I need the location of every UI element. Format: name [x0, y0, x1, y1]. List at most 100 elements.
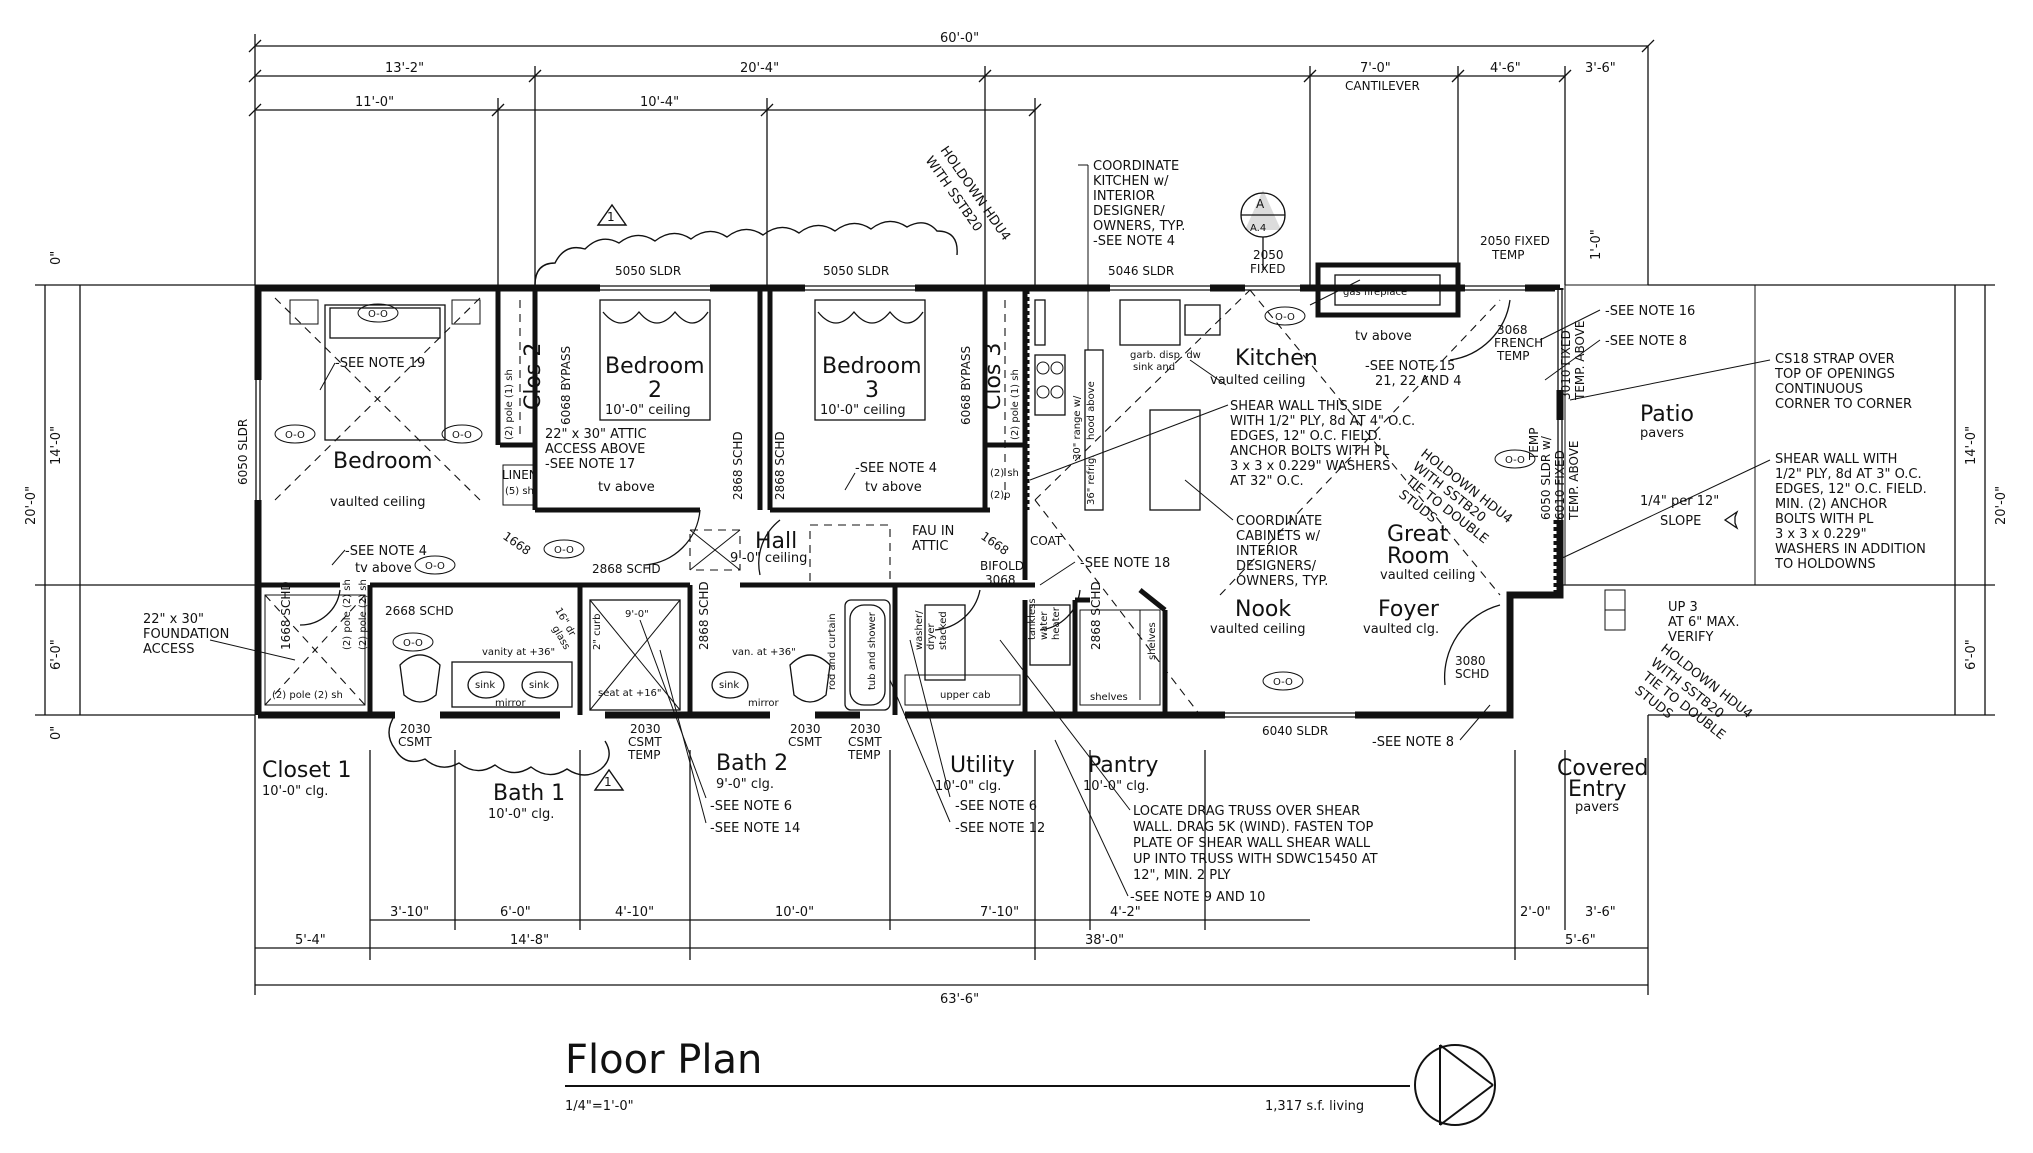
washer-label: washer/ [914, 610, 925, 650]
window-2050-b-temp: TEMP [1491, 248, 1525, 262]
room-foyer-name: Foyer [1378, 597, 1440, 622]
room-clos2: Clos 2 [521, 343, 546, 410]
room-nook-name: Nook [1235, 597, 1291, 622]
door-2868-pantry: 2868 SCHD [1089, 581, 1103, 650]
section-mark-a: A [1256, 197, 1265, 211]
note-17-c: -SEE NOTE 17 [545, 457, 635, 472]
refrig-label: 36" refrig. [1086, 455, 1097, 505]
fau-label: FAU IN [912, 524, 954, 539]
dim-2-0: 2'-0" [1520, 905, 1551, 920]
drawing-title: Floor Plan [565, 1037, 762, 1083]
drawing-scale: 1/4"=1'-0" [565, 1099, 634, 1114]
tv-above-kitchen: tv above [1355, 329, 1412, 344]
dim-10-4: 10'-4" [640, 95, 679, 110]
window-6050-right: 6050 SLDR w/ [1539, 435, 1553, 520]
dim-20-4: 20'-4" [740, 61, 779, 76]
door-6068-bypass-2: 6068 BYPASS [959, 346, 973, 425]
pantry-shelves: shelves [1090, 692, 1128, 703]
door-2868-bath2: 2868 SCHD [697, 581, 711, 650]
door-3068-french-2: FRENCH [1494, 336, 1543, 350]
fau-label-2: ATTIC [912, 539, 948, 554]
room-bedroom2-ceiling: 10'-0" ceiling [605, 403, 691, 418]
shower-seat: seat at +16" [598, 688, 662, 699]
room-covered-name-2: Entry [1568, 777, 1627, 802]
window-temp-right: TEMP [1527, 427, 1541, 461]
tankless-1: tankless [1027, 598, 1038, 640]
light-mark-3: O-O [452, 430, 472, 441]
shower-ceiling: 9'-0" [625, 609, 649, 620]
closet1-pole-2: (2) pole (2) sh [342, 579, 353, 650]
light-mark-9: O-O [403, 638, 423, 649]
bath1-vanity: vanity at +36" [482, 647, 555, 658]
dim-7-10: 7'-10" [980, 905, 1019, 920]
dim-14-8: 14'-8" [510, 933, 549, 948]
cabinet-note-3: INTERIOR [1236, 544, 1298, 559]
window-6050-right-3: TEMP. ABOVE [1567, 440, 1581, 521]
window-2030-b: 2030 [630, 722, 661, 736]
tub-shower: tub and shower [867, 611, 878, 690]
note-18: -SEE NOTE 18 [1080, 556, 1170, 571]
north-arrow-icon [1414, 1044, 1496, 1126]
door-2668: 2668 SCHD [385, 604, 454, 618]
room-bath2-name: Bath 2 [716, 751, 788, 776]
coord-kitchen-3: INTERIOR [1093, 189, 1155, 204]
dim-3-10: 3'-10" [390, 905, 429, 920]
door-1668-closet1: 1668 SCHD [279, 581, 293, 650]
shearwall-note-5: BOLTS WITH PL [1775, 512, 1874, 527]
notes: -SEE NOTE 19 -SEE NOTE 4 tv above 22" x … [143, 144, 1927, 905]
room-bedroom3-number: 3 [865, 378, 879, 403]
revision-mark-bottom: 1 [604, 775, 612, 789]
room-bedroom2-number: 2 [648, 378, 662, 403]
slope-note: 1/4" per 12" [1640, 494, 1719, 509]
window-2030-d-type: CSMT [848, 735, 882, 749]
room-bedroom-name: Bedroom [333, 449, 433, 474]
shearwall-note-1: SHEAR WALL WITH [1775, 452, 1897, 467]
cabinet-note-4: DESIGNERS/ [1236, 559, 1317, 574]
room-utility-ceiling: 10'-0" clg. [935, 779, 1001, 794]
light-fixtures [274, 303, 1536, 691]
interior-walls [258, 290, 1557, 715]
door-6068-bypass-1: 6068 BYPASS [559, 346, 573, 425]
light-mark-7: O-O [1505, 455, 1525, 466]
linen-label: LINEN [502, 468, 538, 482]
drag-note-4: UP INTO TRUSS WITH SDWC15450 AT [1133, 852, 1378, 867]
door-3080-type: SCHD [1455, 667, 1489, 681]
room-great-ceiling: vaulted ceiling [1380, 568, 1475, 583]
room-labels: Bedroom vaulted ceiling Bedroom 2 10'-0"… [262, 343, 1694, 822]
shearwall-note-6: 3 x 3 x 0.229" [1775, 527, 1867, 542]
side-dimensions: 0" 14'-0" 20'-0" 6'-0" 0" 14'-0" 20'-0" … [24, 229, 2009, 740]
door-tags: 6068 BYPASS 6068 BYPASS 2868 SCHD 2868 S… [279, 323, 1543, 681]
stacked-label: stacked [938, 611, 949, 650]
window-2050: 2050 [1253, 248, 1284, 262]
light-mark-1: O-O [368, 309, 388, 320]
room-bedroom-ceiling: vaulted ceiling [330, 495, 425, 510]
dim-4-6: 4'-6" [1490, 61, 1521, 76]
note-14: -SEE NOTE 14 [710, 821, 800, 836]
shearwall-note-4: MIN. (2) ANCHOR [1775, 497, 1887, 512]
room-pantry-ceiling: 10'-0" clg. [1083, 779, 1149, 794]
foundation-access-1: 22" x 30" [143, 612, 204, 627]
light-mark-2: O-O [285, 430, 305, 441]
title-block: Floor Plan 1/4"=1'-0" 1,317 s.f. living [565, 1037, 1496, 1126]
room-pantry-name: Pantry [1088, 753, 1158, 778]
window-2030-b-type: CSMT [628, 735, 662, 749]
pantry-shelves-2: shelves [1147, 622, 1158, 660]
note-12: -SEE NOTE 12 [955, 821, 1045, 836]
door-2868-hall: 2868 SCHD [592, 562, 661, 576]
tv-above-bed: tv above [355, 561, 412, 576]
shear-note-2: WITH 1/2" PLY, 8d AT 4" O.C. [1230, 414, 1415, 429]
shearwall-note-3: EDGES, 12" O.C. FIELD. [1775, 482, 1927, 497]
dim-3-6-bot: 3'-6" [1585, 905, 1616, 920]
shear-note-3: EDGES, 12" O.C. FIELD. [1230, 429, 1382, 444]
dim-5-4: 5'-4" [295, 933, 326, 948]
window-tags: 5050 SLDR 5050 SLDR 5046 SLDR 2050 FIXED… [236, 234, 1587, 762]
dim-38-0: 38'-0" [1085, 933, 1124, 948]
drag-note-2: WALL. DRAG 5K (WIND). FASTEN TOP [1133, 820, 1374, 835]
linen-shelves: (5) sh [505, 486, 534, 497]
closet1-pole: (2) pole (2) sh [272, 690, 343, 701]
dim-right-14: 14'-0" [1964, 426, 1979, 465]
cabinet-note-1: COORDINATE [1236, 514, 1322, 529]
door-1668-coat: 1668 [978, 529, 1011, 558]
window-6040: 6040 SLDR [1262, 724, 1328, 738]
bath2-mirror: mirror [748, 698, 779, 709]
